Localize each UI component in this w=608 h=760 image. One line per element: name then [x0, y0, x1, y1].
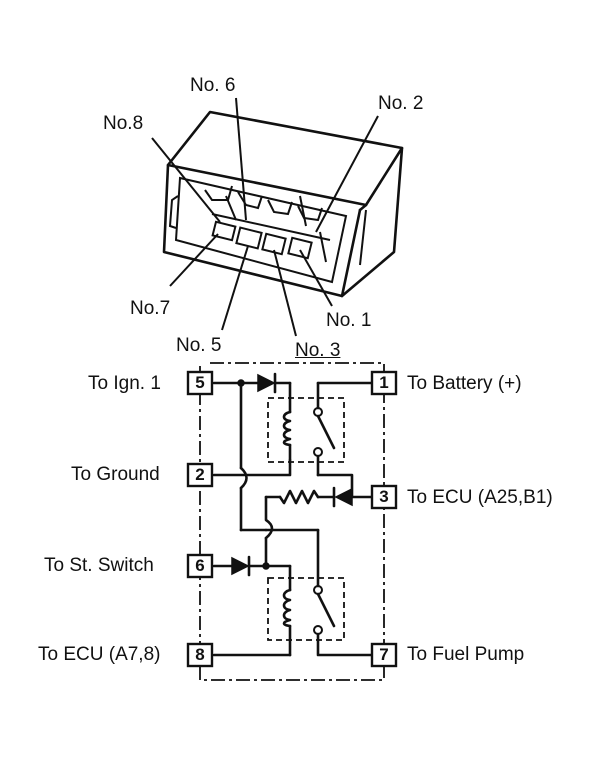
terminal-8-number: 8 — [195, 645, 205, 664]
relay-enclosure-outline — [199, 362, 385, 681]
terminal-2-number: 2 — [195, 465, 205, 484]
relay-coil-1 — [282, 410, 292, 447]
pin-label-no8: No.8 — [103, 113, 144, 134]
terminal-6-number: 6 — [195, 556, 205, 575]
label-to-ecu-a25: To ECU (A25,B1) — [407, 487, 553, 508]
pin-label-no3: No. 3 — [295, 340, 341, 361]
pin-label-no5: No. 5 — [176, 335, 222, 356]
relay-1-outline — [267, 397, 345, 463]
pin-label-no6: No. 6 — [190, 75, 236, 96]
label-to-st-switch: To St. Switch — [44, 555, 154, 576]
terminal-boxes — [186, 370, 398, 668]
terminal-5-number: 5 — [195, 373, 205, 392]
label-to-ecu-a78: To ECU (A7,8) — [38, 644, 161, 665]
circuit-wiring — [212, 372, 374, 657]
terminal-3-number: 3 — [379, 487, 389, 506]
pin-leaders — [151, 97, 379, 337]
terminal-1-number: 1 — [379, 373, 389, 392]
label-to-ign1: To Ign. 1 — [88, 373, 161, 394]
relay-coil-2 — [282, 588, 292, 628]
relay-2-outline — [267, 577, 345, 641]
pin-label-no7: No.7 — [130, 298, 171, 319]
label-to-battery: To Battery (+) — [407, 373, 522, 394]
pin-label-no2: No. 2 — [378, 93, 424, 114]
terminal-7-number: 7 — [379, 645, 389, 664]
pin-label-no1: No. 1 — [326, 310, 372, 331]
label-to-ground: To Ground — [71, 464, 160, 485]
label-to-fuel-pump: To Fuel Pump — [407, 644, 525, 665]
